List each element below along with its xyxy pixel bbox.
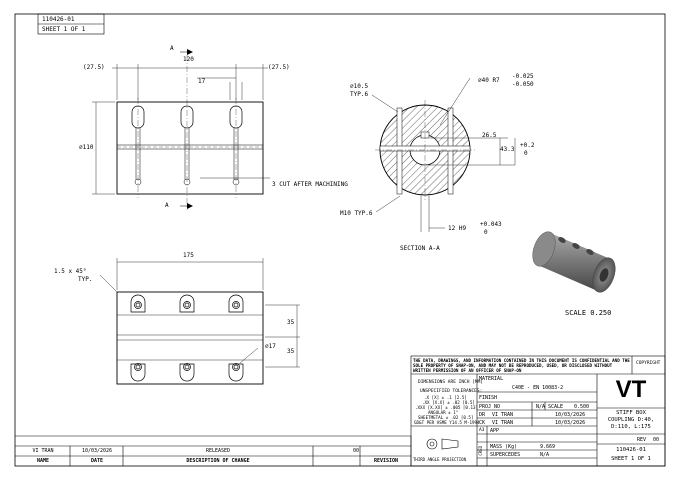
rev-value: 00 <box>653 437 660 443</box>
projection-label: THIRD ANGLE PROJECTION <box>413 457 466 462</box>
key-tol-lower: 0 <box>484 229 488 236</box>
supercedes-label: SUPERCEDES <box>490 452 521 458</box>
dim-left-offset: (27.5) <box>83 64 105 71</box>
dr-date: 10/03/2026 <box>555 412 586 418</box>
ck-label: CK <box>479 420 486 426</box>
proj-label: PROJ NO <box>479 404 501 410</box>
rev-header-date: DATE <box>90 458 104 464</box>
ck-date: 10/03/2026 <box>555 420 586 426</box>
iso-scale-label: SCALE 0.250 <box>565 309 612 317</box>
iso-view <box>532 231 616 293</box>
cut-note: 3 CUT AFTER MACHINING <box>272 181 348 188</box>
scale-label: SCALE <box>548 404 564 410</box>
cred-label: CRED <box>478 446 483 456</box>
dimensions-note: DIMENSIONS ARE INCH [MM] <box>418 380 484 385</box>
tolerance-2: .XX [X.X] ± .02 [0.5] <box>422 400 475 405</box>
tolerance-4: ANGULAR ± 1° <box>428 410 459 415</box>
bottom-view <box>99 258 300 385</box>
sheet-label: SHEET 1 OF 1 <box>42 26 86 33</box>
size-label: A3 <box>479 428 485 433</box>
dim-spacing-2: 35 <box>287 348 295 355</box>
desc-line-1: STIFF BOX <box>616 410 646 416</box>
rev-row-date: 10/03/2026 <box>81 448 113 454</box>
company-logo: VT <box>615 376 647 403</box>
tolerances-title: UNSPECIFIED TOLERANCES: <box>420 389 483 394</box>
projection-symbol <box>426 438 459 450</box>
keyway-tol-upper: +0.2 <box>520 142 535 149</box>
ck-name: VI TRAN <box>492 420 514 426</box>
rev-header-name: NAME <box>36 458 50 464</box>
gdt-note: GD&T PER ASME Y14.5 M-1994 <box>414 420 480 425</box>
title-sheet: SHEET 1 OF 1 <box>611 456 651 462</box>
mass-value: 9.669 <box>540 444 556 450</box>
tolerance-5: SHEETMETAL ± .02 [0.5] <box>418 415 474 420</box>
rev-header-description: DESCRIPTION OF CHANGE <box>186 458 250 464</box>
chamfer-typ: TYP. <box>78 276 93 283</box>
keyway-depth: 26.5 <box>482 132 497 139</box>
rev-header-revision: REVISION <box>373 458 399 464</box>
section-marker-top: A <box>170 45 174 52</box>
desc-line-3: D:110, L:175 <box>611 424 651 430</box>
keyway-tol-lower: 0 <box>524 150 528 157</box>
confidential-notice: THE DATA, DRAWINGS, AND INFORMATION CONT… <box>413 358 630 373</box>
dim-right-offset: (27.5) <box>268 64 290 71</box>
material-value: C40E - EN 10083-2 <box>512 385 564 391</box>
section-hole-typ: TYP.6 <box>350 91 369 98</box>
thread-spec: M10 TYP.6 <box>340 210 373 217</box>
rev-row-name: VI TRAN <box>32 448 54 454</box>
rev-label: REV <box>637 437 647 443</box>
tolerance-1: .X [X] ± .1 [2.5] <box>424 395 467 400</box>
material-label: MATERIAL <box>479 376 504 382</box>
key-width: 12 H9 <box>448 225 467 232</box>
section-hole-dia: ⌀10.5 <box>350 83 369 90</box>
finish-label: FINISH <box>479 395 498 401</box>
dr-name: VI TRAN <box>492 412 514 418</box>
app-label: APP <box>490 428 500 434</box>
dim-length: 175 <box>183 252 194 259</box>
dim-hole-dia: ⌀17 <box>265 343 276 350</box>
supercedes-value: N/A <box>540 452 550 458</box>
chamfer-note: 1.5 x 45° <box>54 268 87 275</box>
mass-label: MASS (Kg) <box>490 444 518 450</box>
bore-spec: ⌀40 R7 <box>478 77 500 84</box>
bore-tol-upper: -0.025 <box>512 73 534 80</box>
keyway-height: 43.3 <box>500 146 515 153</box>
key-tol-upper: +0.043 <box>480 221 502 228</box>
front-view <box>92 49 270 210</box>
bore-tol-lower: -0.050 <box>512 81 534 88</box>
rev-row-description: RELEASED <box>205 448 231 454</box>
rev-row-revision: 00 <box>352 448 359 454</box>
dim-hole-spacing: 17 <box>198 78 206 85</box>
section-title: SECTION A-A <box>400 245 440 252</box>
tolerance-3: .XXX [X.XX] ± .005 [0.13] <box>415 405 479 410</box>
desc-line-2: COUPLING D:40, <box>607 417 655 423</box>
proj-value: N/A <box>536 404 546 410</box>
title-block-lines <box>15 355 666 467</box>
dim-center-spacing: 120 <box>183 56 194 63</box>
dim-diameter: ⌀110 <box>79 144 94 151</box>
copyright-label: COPYRIGHT <box>636 361 661 366</box>
dim-spacing-1: 35 <box>287 319 295 326</box>
sheet-border <box>14 13 666 467</box>
section-marker-bottom: A <box>165 202 169 209</box>
part-number: 110426-01 <box>616 447 646 453</box>
section-view <box>371 77 516 232</box>
dr-label: DR <box>479 412 486 418</box>
drawing-number: 110426-01 <box>42 16 75 23</box>
scale-value: 0.500 <box>574 404 590 410</box>
